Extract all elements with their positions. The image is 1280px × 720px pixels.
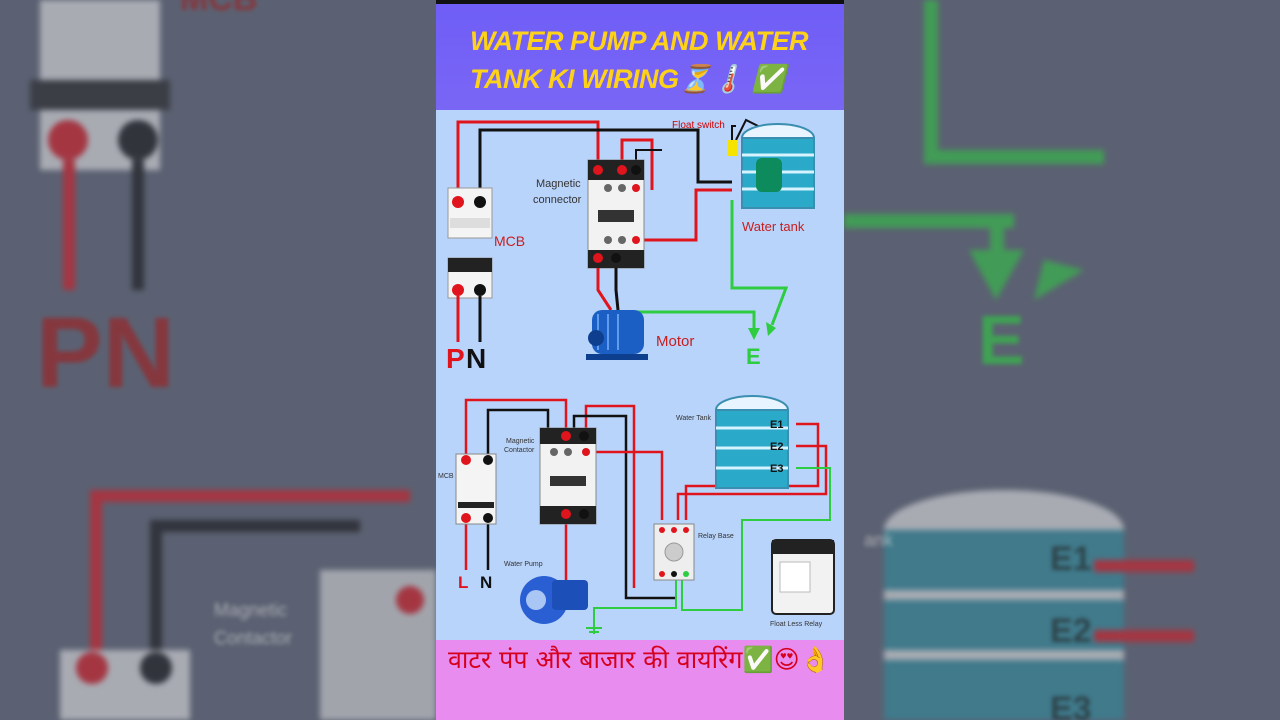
blurred-left-panel: MCB PN Magnetic Contactor bbox=[0, 0, 436, 720]
wire-red-e2 bbox=[676, 444, 828, 520]
motor-label: Motor bbox=[656, 333, 694, 350]
title-banner: WATER PUMP AND WATER TANK KI WIRING⏳🌡️ ✅ bbox=[436, 0, 844, 110]
phase-label: P bbox=[446, 343, 465, 374]
blurred-right-panel: E ank E1 E2 E3 bbox=[844, 0, 1280, 720]
blurred-right-art bbox=[844, 0, 1194, 720]
bottom-caption-text: वाटर पंप और बाजार की वायरिंग bbox=[448, 645, 743, 674]
e3-label: E3 bbox=[770, 463, 783, 475]
mcb-2 bbox=[455, 453, 497, 525]
wire-red-tank bbox=[636, 188, 732, 242]
relay-base-label: Relay Base bbox=[698, 533, 734, 540]
wire-black-2-top bbox=[486, 408, 550, 460]
magnetic-connector-label-line2: connector bbox=[533, 194, 582, 206]
wiring-diagram: Float switch Magnetic connector Water ta… bbox=[436, 110, 844, 640]
blurred-pn-label: PN bbox=[36, 296, 175, 411]
neutral-2-label: N bbox=[480, 573, 492, 592]
magnetic-connector-label-line1: Magnetic bbox=[536, 178, 581, 190]
wire-red-top bbox=[456, 120, 600, 198]
blurred-e1-label: E1 bbox=[1050, 540, 1092, 578]
bottom-caption: वाटर पंप और बाजार की वायरिंग✅😍👌 bbox=[448, 642, 838, 678]
wire-red-2-top bbox=[464, 398, 568, 460]
blurred-magnetic-label: Magnetic bbox=[214, 600, 288, 620]
blurred-left-art bbox=[30, 0, 436, 720]
blurred-e2-label: E2 bbox=[1050, 612, 1092, 650]
center-video-frame: WATER PUMP AND WATER TANK KI WIRING⏳🌡️ ✅ bbox=[436, 0, 844, 720]
mcb-1-label: MCB bbox=[494, 233, 525, 249]
wire-red-e1 bbox=[684, 422, 820, 520]
float-less-relay-label: Float Less Relay bbox=[770, 621, 823, 628]
e1-label: E1 bbox=[770, 419, 783, 431]
float-switch-label: Float switch bbox=[672, 120, 725, 131]
blurred-tank-label: ank bbox=[864, 530, 894, 550]
title-emoji: ⏳🌡️ ✅ bbox=[678, 64, 785, 94]
water-tank-1-label: Water tank bbox=[742, 219, 805, 234]
water-tank-2-label: Water Tank bbox=[676, 415, 712, 422]
e2-label: E2 bbox=[770, 441, 783, 453]
wire-green-pump bbox=[593, 580, 677, 622]
neutral-label: N bbox=[466, 343, 486, 374]
line-label: L bbox=[458, 573, 468, 592]
bottom-caption-banner: वाटर पंप और बाजार की वायरिंग✅😍👌 bbox=[436, 640, 844, 720]
mcb-2-label: MCB bbox=[438, 473, 454, 480]
blurred-e-label: E bbox=[978, 301, 1025, 379]
blurred-e3-label: E3 bbox=[1050, 690, 1092, 720]
mcb-1-top bbox=[447, 187, 493, 239]
wire-red-2-coil bbox=[586, 450, 664, 520]
title-caption: WATER PUMP AND WATER TANK KI WIRING bbox=[470, 26, 808, 94]
wire-black-2-relay bbox=[572, 414, 676, 600]
magnetic-contactor-2-label-line2: Contactor bbox=[504, 447, 535, 454]
blurred-pn-text: PN bbox=[36, 297, 175, 409]
wire-green-e3 bbox=[681, 467, 831, 611]
magnetic-contactor-2-label-line1: Magnetic bbox=[506, 438, 535, 445]
wire-red-loop bbox=[620, 138, 654, 190]
float-switch bbox=[728, 140, 738, 156]
wire-green-motor-earth bbox=[611, 310, 756, 330]
bottom-caption-emoji: ✅😍👌 bbox=[742, 645, 831, 674]
float-ball bbox=[756, 158, 782, 192]
wire-red-2-relay bbox=[584, 404, 636, 588]
blurred-contactor-label: Contactor bbox=[214, 628, 293, 648]
title-text: WATER PUMP AND WATER TANK KI WIRING⏳🌡️ ✅ bbox=[470, 22, 830, 98]
wire-green-tank-earth bbox=[730, 200, 789, 326]
wire-black-top bbox=[478, 128, 732, 198]
wiring-diagram-svg: Float switch Magnetic connector Water ta… bbox=[438, 118, 835, 634]
earth-label: E bbox=[746, 344, 761, 369]
blurred-mcb-label: MCB bbox=[180, 0, 257, 19]
water-pump-label: Water Pump bbox=[504, 561, 543, 568]
